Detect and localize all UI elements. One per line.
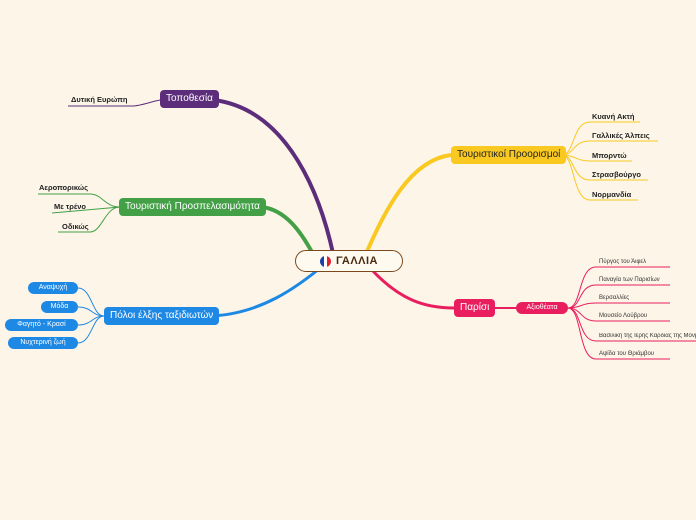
sight-versailles[interactable]: Βερσαλλίες [599,295,630,301]
subtopic-cote-d-azur[interactable]: Κυανή Ακτή [592,112,635,121]
link-access [260,205,315,256]
sight-sacre-coeur[interactable]: Βασιλική της Ιερής Καρδιάς της Μονμάρτης [599,333,696,339]
france-flag-icon [319,255,331,267]
root-topic[interactable]: ΓΑΛΛΙΑ [295,250,403,272]
link-paris [370,268,456,310]
subtopic-by-train[interactable]: Με τρένο [54,202,87,211]
subtopic-nightlife[interactable]: Νυχτερινή ζωή [8,337,78,349]
sight-eiffel-tower[interactable]: Πύργος του Άιφελ [599,259,647,265]
subtopic-normandy[interactable]: Νορμανδία [592,190,632,199]
root-topic-label: ΓΑΛΛΙΑ [335,255,379,267]
subtopic-bordeaux[interactable]: Μπορντώ [592,151,627,160]
subtopic-western-europe[interactable]: Δυτική Ευρώπη [71,95,128,104]
link-destinations [363,153,453,258]
subtopic-by-road[interactable]: Οδικώς [62,222,89,231]
topic-paris[interactable]: Παρίσι [454,299,496,317]
sight-louvre-museum[interactable]: Μουσείο Λούβρου [599,313,648,319]
subtopic-sights[interactable]: Αξιοθέατα [516,302,568,314]
subtopic-fashion[interactable]: Μόδα [41,301,78,313]
link-location [212,98,336,260]
sight-notre-dame[interactable]: Παναγία των Παρισίων [599,277,660,283]
subtopic-by-air[interactable]: Αεροπορικώς [39,183,88,192]
sight-arc-de-triomphe[interactable]: Αψίδα του Θριάμβου [599,351,655,357]
topic-tourist-accessibility[interactable]: Τουριστική Προσπελασιμότητα [119,198,266,216]
subtopic-recreation[interactable]: Αναψυχή [28,282,78,294]
topic-tourist-destinations[interactable]: Τουριστικοί Προορισμοί [451,146,567,164]
topic-attraction-poles[interactable]: Πόλοι έλξης ταξιδιωτών [104,307,220,325]
subtopic-french-alps[interactable]: Γαλλικές Άλπεις [592,131,650,140]
subtopic-strasbourg[interactable]: Στρασβούργο [592,170,642,179]
subtopic-food-wine[interactable]: Φαγητό - Κρασί [5,319,78,331]
topic-location[interactable]: Τοποθεσία [160,90,219,108]
